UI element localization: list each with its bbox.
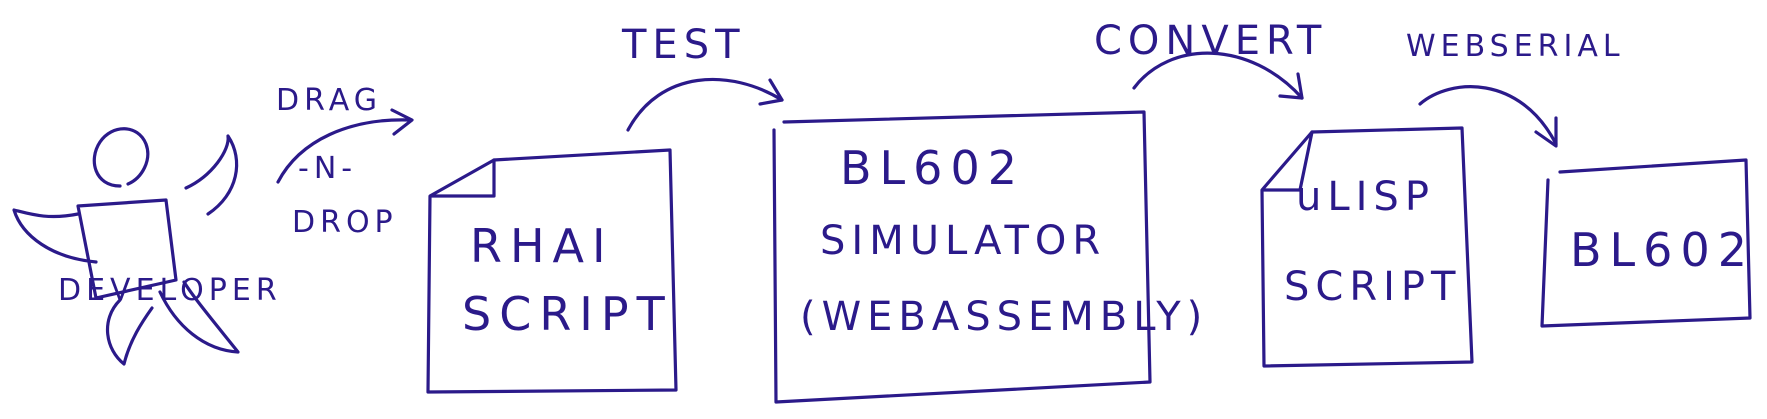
arrow-drag-label-top: DRAG (276, 83, 382, 118)
arrow-webserial: WEBSERIAL (1406, 29, 1625, 148)
arrow-test-label: TEST (621, 22, 746, 68)
ulisp-script-line1: uLISP (1296, 174, 1435, 220)
arrow-test-head (758, 78, 784, 106)
ulisp-script-line2: SCRIPT (1284, 264, 1461, 310)
bl602-simulator-node: BL602 SIMULATOR (WEBASSEMBLY) (772, 110, 1208, 404)
bl602-simulator-line2: SIMULATOR (820, 218, 1106, 264)
arrow-drag-head (390, 108, 414, 136)
arrow-webserial-label: WEBSERIAL (1406, 29, 1625, 64)
arrow-convert-curve (1132, 51, 1304, 100)
arrow-convert: CONVERT (1094, 18, 1327, 100)
arrow-convert-label: CONVERT (1094, 18, 1327, 64)
developer-body (76, 198, 178, 300)
bl602-simulator-line1: BL602 (840, 141, 1025, 195)
arrow-test-curve (626, 77, 784, 132)
arrow-webserial-head (1534, 116, 1558, 148)
developer-label: DEVELOPER (58, 273, 282, 308)
developer-left-leg (105, 298, 154, 366)
arrow-convert-head (1278, 72, 1304, 100)
rhai-script-line2: SCRIPT (462, 287, 673, 341)
rhai-script-line1: RHAI (470, 219, 614, 273)
arrow-drag-label-bottom: DROP (292, 205, 398, 240)
arrow-drag-curve (276, 118, 412, 184)
bl602-device-node: BL602 (1540, 158, 1755, 328)
rhai-script-outline (426, 148, 678, 394)
arrow-drag-n-drop: DRAG -N- DROP (276, 83, 414, 240)
ulisp-script-outline (1260, 126, 1474, 368)
ulisp-script-corner-fold (1262, 130, 1314, 192)
arrow-drag-label-mid: -N- (298, 151, 357, 186)
rhai-script-corner-fold (430, 158, 496, 198)
bl602-device-label: BL602 (1570, 223, 1755, 277)
ulisp-script-node: uLISP SCRIPT (1260, 126, 1474, 368)
bl602-simulator-line3: (WEBASSEMBLY) (800, 294, 1208, 340)
bl602-device-outline (1540, 158, 1752, 328)
developer-right-arm (184, 134, 239, 216)
arrow-webserial-curve (1418, 85, 1558, 146)
arrow-test: TEST (621, 22, 784, 132)
developer-figure: DEVELOPER (12, 127, 282, 366)
developer-right-leg (158, 280, 240, 354)
developer-head (92, 127, 150, 188)
bl602-simulator-outline (772, 110, 1152, 404)
rhai-script-node: RHAI SCRIPT (426, 148, 678, 394)
developer-left-arm (12, 208, 98, 264)
